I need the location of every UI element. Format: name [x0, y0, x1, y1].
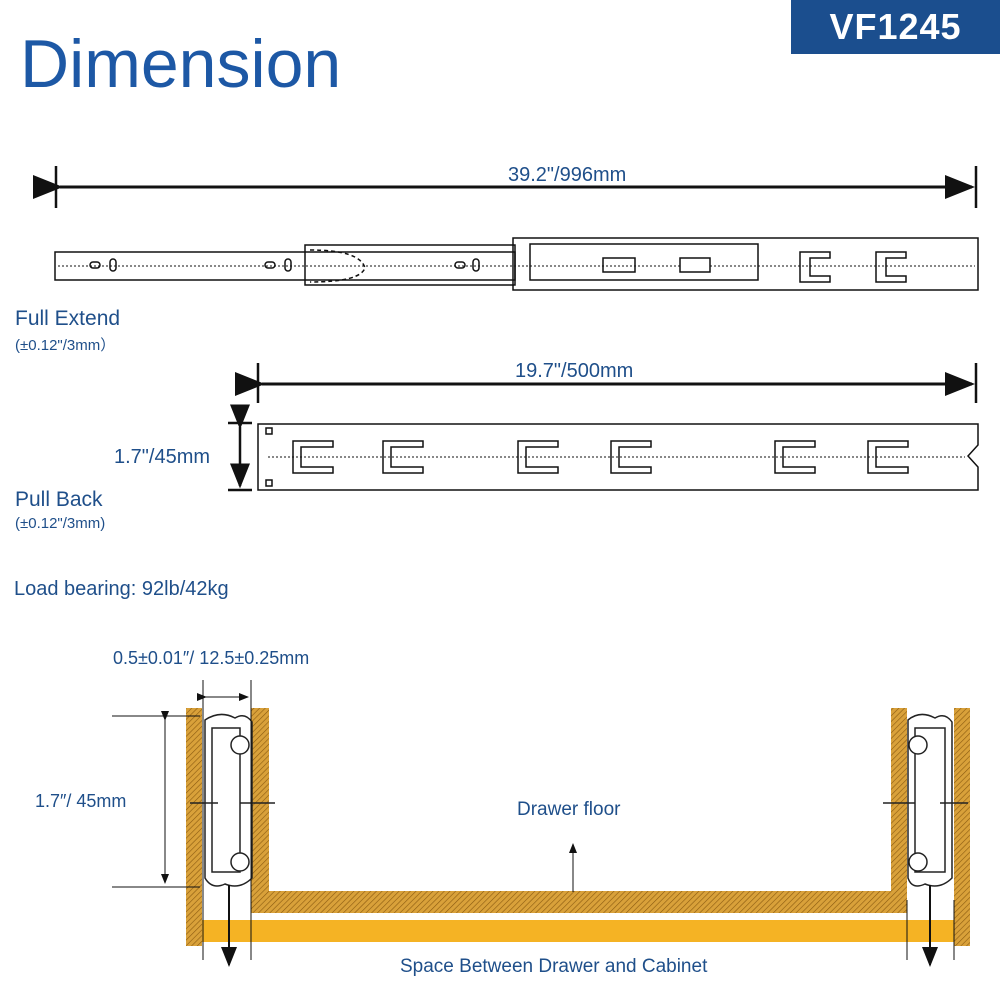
- full-extend-dimension-line: [33, 166, 978, 208]
- pull-back-label: Pull Back: [15, 488, 103, 511]
- full-extend-slide: [54, 237, 979, 291]
- left-cabinet-wall: [186, 708, 202, 946]
- clearance-dimension: 0.5±0.01″/ 12.5±0.25mm: [113, 648, 310, 668]
- page-title: Dimension: [20, 26, 342, 102]
- pull-back-slide: [257, 423, 979, 491]
- full-extend-label: Full Extend: [15, 307, 121, 330]
- pull-back-dimension-line: [228, 363, 978, 492]
- drawer-floor-label: Drawer floor: [517, 799, 621, 820]
- clearance-space: [202, 920, 954, 942]
- right-cabinet-wall: [954, 708, 970, 946]
- right-drawer-side: [891, 708, 907, 913]
- model-badge: VF1245: [791, 0, 1000, 54]
- pull-back-tolerance: (±0.12"/3mm): [15, 515, 106, 532]
- section-slide-right: [883, 713, 968, 887]
- load-bearing: Load bearing: 92lb/42kg: [14, 578, 229, 600]
- section-height: 1.7″/ 45mm: [35, 791, 127, 811]
- space-label: Space Between Drawer and Cabinet: [400, 956, 708, 977]
- section-slide-left: [190, 713, 275, 887]
- cabinet-section: [186, 708, 970, 946]
- left-drawer-side: [251, 708, 269, 913]
- full-extend-tolerance: (±0.12"/3mm）: [15, 337, 116, 354]
- drawer-floor: [251, 891, 893, 913]
- pull-back-height: 1.7"/45mm: [114, 446, 211, 468]
- section-dimension-lines: [112, 680, 955, 967]
